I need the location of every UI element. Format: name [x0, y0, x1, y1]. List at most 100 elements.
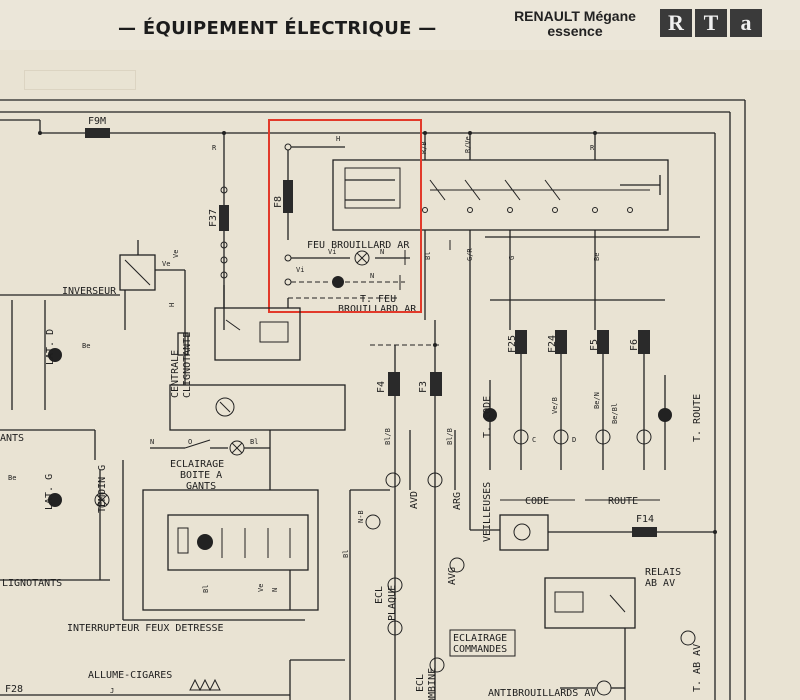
fuse-f3 — [430, 372, 442, 396]
wire-label-ben: Be/N — [593, 392, 601, 409]
label-f8: F8 — [273, 196, 284, 208]
logo-letter-t: T — [695, 9, 727, 37]
wire-label-vi-2: Vi — [296, 266, 304, 274]
label-clignotants: LIGNOTANTS — [2, 578, 62, 589]
label-f6: F6 — [629, 339, 640, 351]
logo-letter-r: R — [660, 9, 692, 37]
label-f3: F3 — [418, 381, 429, 393]
centrale-resistor — [177, 332, 189, 356]
left-lamps — [0, 300, 305, 621]
main-supply-bus — [0, 119, 716, 700]
label-eclairage-gants-2: BOITE A — [180, 470, 222, 481]
hazard-switch — [142, 489, 319, 611]
fuse-f37 — [219, 205, 229, 231]
label-veilleuses: VEILLEUSES — [482, 482, 493, 542]
sidelight-circuit — [349, 320, 465, 700]
fog-relay-front — [544, 577, 636, 700]
label-lat-d: LAT. D — [45, 329, 56, 365]
label-ecl-plaque-1: ECL — [374, 586, 385, 604]
wire-label-rb: R/B — [420, 141, 428, 154]
rta-logo: R T a — [660, 9, 762, 37]
label-f14: F14 — [636, 514, 654, 525]
faded-stamp — [24, 70, 136, 90]
label-t-route: T. ROUTE — [692, 394, 703, 442]
wire-label-gr: G/R — [466, 248, 474, 261]
wire-label-rve: R/Ve — [464, 136, 472, 153]
page-title: — ÉQUIPEMENT ÉLECTRIQUE — — [118, 18, 437, 39]
logo-letter-a: a — [730, 9, 762, 37]
fuse-f25 — [515, 330, 527, 354]
fog-indicator-lamp — [680, 630, 696, 646]
wire-label-h: H — [336, 135, 340, 143]
wire-label-bl-side: Bl — [342, 550, 350, 558]
wire-label-n-gants: N — [150, 438, 154, 446]
wire-label-r-left: R — [212, 144, 217, 152]
vehicle-model-name: RENAULT Mégane — [514, 8, 636, 24]
wire-label-be-latd: Be — [82, 342, 90, 350]
label-relais-ab-av: AB AV — [645, 578, 675, 589]
fuse-f24 — [555, 330, 567, 354]
label-antibrouillards: ANTIBROUILLARDS AV — [488, 688, 596, 699]
label-f5: F5 — [589, 339, 600, 351]
fog-relay — [214, 285, 301, 361]
wire-label-be: Be — [593, 253, 601, 261]
wire-label-ve-inv: Ve — [162, 260, 170, 268]
light-switch-block — [332, 159, 669, 231]
wire-label-r-right: R — [590, 144, 595, 152]
wire-label-blb-2: Bl/B — [446, 428, 454, 445]
label-ecl-plaque-2: PLAQUE — [387, 585, 398, 621]
label-inverseur: INVERSEUR — [62, 286, 117, 297]
label-t-feu: T. FEU — [360, 294, 396, 305]
label-f4: F4 — [376, 381, 387, 393]
wire-label-vi-1: Vi — [328, 248, 336, 256]
fuse-f8 — [283, 180, 293, 213]
label-f28: F28 — [5, 684, 23, 695]
highlight-box — [268, 119, 422, 313]
wire-label-bl-gants: Bl — [250, 438, 258, 446]
wire-label-o-gants: O — [188, 438, 192, 446]
label-lat-g: LAT. G — [44, 474, 55, 510]
headlight-circuit — [483, 299, 672, 551]
vehicle-fuel-type: essence — [547, 23, 603, 39]
wire-label-be-latg: Be — [8, 474, 16, 482]
wire-label-c: C — [532, 436, 536, 444]
label-feu-brouillard: FEU BROUILLARD AR — [307, 240, 410, 251]
label-clignotante: CLIGNOTANTE — [182, 332, 193, 398]
switch-output-wires — [424, 230, 700, 531]
label-brouillard-ar: BROUILLARD AR — [338, 304, 417, 315]
label-eclairage-gants-1: ECLAIRAGE — [170, 459, 224, 470]
label-avg: AVG — [447, 567, 458, 585]
label-temoin-g: TEMOIN G — [97, 465, 108, 513]
wire-label-veb: Ve/B — [551, 397, 559, 414]
vehicle-model: RENAULT Mégane essence — [500, 9, 650, 39]
label-t-code: T. CODE — [482, 396, 493, 438]
fuse-f6 — [638, 330, 650, 354]
wire-label-d: D — [572, 436, 576, 444]
label-f9m: F9M — [88, 116, 106, 127]
wire-label-ve-hazard: Ve — [257, 584, 265, 592]
label-avd: AVD — [409, 491, 420, 509]
label-interrupteur-detresse: INTERRUPTEUR FEUX DETRESSE — [67, 623, 224, 634]
diagram-frame — [0, 99, 746, 700]
fuse-f9m — [85, 128, 110, 138]
wire-label-h-2: H — [168, 303, 176, 307]
page-header: — ÉQUIPEMENT ÉLECTRIQUE — RENAULT Mégane… — [0, 0, 800, 50]
wire-label-g: G — [508, 256, 516, 260]
label-relais: RELAIS — [645, 567, 681, 578]
wire-label-ve-2: Ve — [172, 250, 180, 258]
label-f24: F24 — [547, 335, 558, 353]
cigarette-lighter — [0, 659, 345, 700]
label-ants: ANTS — [0, 433, 24, 444]
commands-light-box — [449, 629, 516, 657]
wire-label-n-fog: N — [380, 248, 384, 256]
label-f37: F37 — [208, 209, 219, 227]
label-t-ab-av: T. AB AV — [692, 644, 703, 692]
wire-label-bl-switch: Bl — [424, 252, 432, 260]
rear-fog-circuit — [284, 143, 410, 299]
label-arg: ARG — [452, 492, 463, 510]
wire-label-bebl: Be/Bl — [611, 403, 619, 424]
glovebox-light — [150, 439, 270, 456]
label-route: ROUTE — [608, 496, 638, 507]
fuse-f5 — [597, 330, 609, 354]
